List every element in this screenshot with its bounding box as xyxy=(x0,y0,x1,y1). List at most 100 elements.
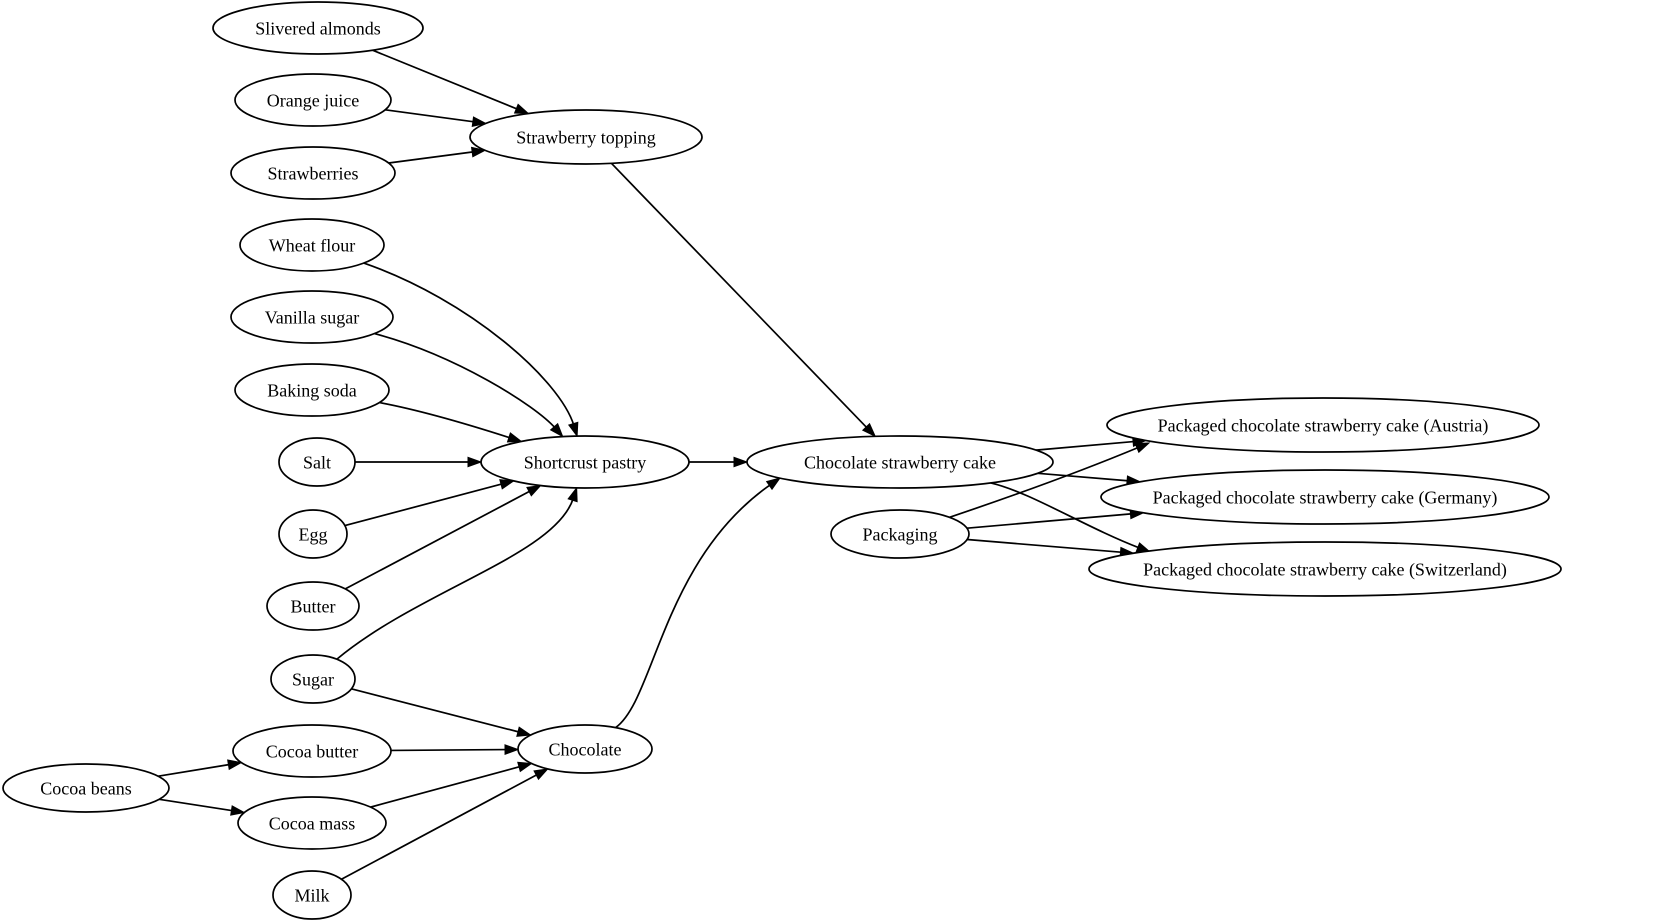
node-packaging: Packaging xyxy=(830,509,970,559)
node-wheat-flour-label: Wheat flour xyxy=(269,235,355,255)
edge-line xyxy=(363,262,575,426)
node-chocolate-label: Chocolate xyxy=(549,739,622,759)
node-salt-shape xyxy=(278,437,356,487)
edge-line xyxy=(374,332,557,429)
node-cake-label: Chocolate strawberry cake xyxy=(804,452,996,472)
arrowhead-icon xyxy=(533,768,550,781)
arrowhead-icon xyxy=(765,477,782,491)
node-cocoa-beans-shape xyxy=(2,763,170,813)
edge-line xyxy=(341,773,539,881)
node-packaging-shape xyxy=(830,509,970,559)
node-strawberry-topping-shape xyxy=(469,109,703,165)
node-sugar: Sugar xyxy=(270,654,356,704)
node-cocoa-butter-shape xyxy=(232,724,392,778)
node-cocoa-mass-shape xyxy=(237,796,387,850)
node-strawberries: Strawberries xyxy=(230,146,396,200)
node-wheat-flour: Wheat flour xyxy=(239,218,385,272)
edge-line xyxy=(1035,440,1136,451)
edge-cocoa_mass-to-chocolate xyxy=(370,761,533,808)
node-shortcrust-pastry-label: Shortcrust pastry xyxy=(524,452,646,472)
node-packaged-austria: Packaged chocolate strawberry cake (Aust… xyxy=(1106,397,1540,453)
edge-shortcrust_pastry-to-cake xyxy=(689,456,749,468)
edge-egg-to-shortcrust_pastry xyxy=(344,479,516,527)
edge-slivered_almonds-to-strawberry_topping xyxy=(372,49,530,115)
node-strawberry-topping-label: Strawberry topping xyxy=(516,127,655,147)
arrowhead-icon xyxy=(517,761,533,773)
edge-orange_juice-to-strawberry_topping xyxy=(385,108,488,127)
node-strawberries-label: Strawberries xyxy=(268,163,359,183)
arrowhead-icon xyxy=(506,432,523,443)
edge-sugar-to-shortcrust_pastry xyxy=(336,486,578,660)
node-packaged-switzerland-shape xyxy=(1088,541,1562,597)
edge-line xyxy=(351,688,521,734)
edge-strawberry_topping-to-cake xyxy=(610,162,877,438)
node-butter-shape xyxy=(266,581,360,631)
edge-line xyxy=(379,401,512,439)
node-salt: Salt xyxy=(278,437,356,487)
arrowhead-icon xyxy=(516,726,533,737)
arrowhead-icon xyxy=(567,421,579,438)
edge-cake-to-packaged_germany xyxy=(1037,472,1142,487)
node-egg-shape xyxy=(278,509,348,559)
node-strawberry-topping: Strawberry topping xyxy=(469,109,703,165)
node-wheat-flour-shape xyxy=(239,218,385,272)
edge-line xyxy=(372,49,519,111)
node-strawberries-shape xyxy=(230,146,396,200)
edge-line xyxy=(949,446,1140,519)
node-baking-soda-shape xyxy=(234,363,390,417)
edge-line xyxy=(159,798,234,812)
node-packaged-switzerland-label: Packaged chocolate strawberry cake (Swit… xyxy=(1143,559,1507,580)
edge-vanilla_sugar-to-shortcrust_pastry xyxy=(374,332,564,438)
arrowhead-icon xyxy=(467,456,483,468)
node-slivered-almonds-label: Slivered almonds xyxy=(255,18,380,38)
node-egg-label: Egg xyxy=(299,524,328,544)
arrowhead-icon xyxy=(861,422,877,438)
edge-line xyxy=(388,150,475,164)
node-shortcrust-pastry-shape xyxy=(480,435,690,489)
node-sugar-label: Sugar xyxy=(292,669,334,689)
arrowhead-icon xyxy=(513,103,530,115)
edge-packaging-to-packaged_germany xyxy=(966,508,1145,530)
edge-packaging-to-packaged_austria xyxy=(949,442,1151,519)
edge-cocoa_beans-to-cocoa_mass xyxy=(159,798,246,816)
arrowhead-icon xyxy=(499,479,516,490)
node-chocolate-shape xyxy=(517,724,653,774)
node-cocoa-beans-label: Cocoa beans xyxy=(40,778,131,798)
edge-sugar-to-chocolate xyxy=(351,688,533,737)
node-packaged-switzerland: Packaged chocolate strawberry cake (Swit… xyxy=(1088,541,1562,597)
node-sugar-shape xyxy=(270,654,356,704)
node-orange-juice-shape xyxy=(234,73,392,127)
arrowhead-icon xyxy=(733,456,749,468)
arrowhead-icon xyxy=(549,422,564,438)
node-salt-label: Salt xyxy=(303,452,331,472)
node-shortcrust-pastry: Shortcrust pastry xyxy=(480,435,690,489)
node-cocoa-mass: Cocoa mass xyxy=(237,796,387,850)
edge-cake-to-packaged_austria xyxy=(1035,436,1148,451)
node-slivered-almonds: Slivered almonds xyxy=(212,1,424,55)
node-vanilla-sugar-shape xyxy=(230,290,394,344)
edge-line xyxy=(610,162,869,430)
node-vanilla-sugar-label: Vanilla sugar xyxy=(265,307,359,327)
node-vanilla-sugar: Vanilla sugar xyxy=(230,290,394,344)
edge-line xyxy=(344,482,504,527)
node-packaged-germany-label: Packaged chocolate strawberry cake (Germ… xyxy=(1153,487,1498,508)
edge-cocoa_beans-to-cocoa_butter xyxy=(158,759,243,778)
node-packaged-germany: Packaged chocolate strawberry cake (Germ… xyxy=(1100,469,1550,525)
arrowhead-icon xyxy=(1134,442,1151,454)
node-milk-shape xyxy=(272,870,352,920)
edge-cocoa_butter-to-chocolate xyxy=(390,744,520,756)
arrowhead-icon xyxy=(227,759,243,771)
edge-baking_soda-to-shortcrust_pastry xyxy=(379,401,523,443)
node-butter: Butter xyxy=(266,581,360,631)
node-cocoa-beans: Cocoa beans xyxy=(2,763,170,813)
node-chocolate: Chocolate xyxy=(517,724,653,774)
node-slivered-almonds-shape xyxy=(212,1,424,55)
edge-wheat_flour-to-shortcrust_pastry xyxy=(363,262,579,438)
node-packaged-austria-shape xyxy=(1106,397,1540,453)
edge-milk-to-chocolate xyxy=(341,768,550,881)
edge-layer xyxy=(158,49,1152,881)
node-cocoa-butter: Cocoa butter xyxy=(232,724,392,778)
